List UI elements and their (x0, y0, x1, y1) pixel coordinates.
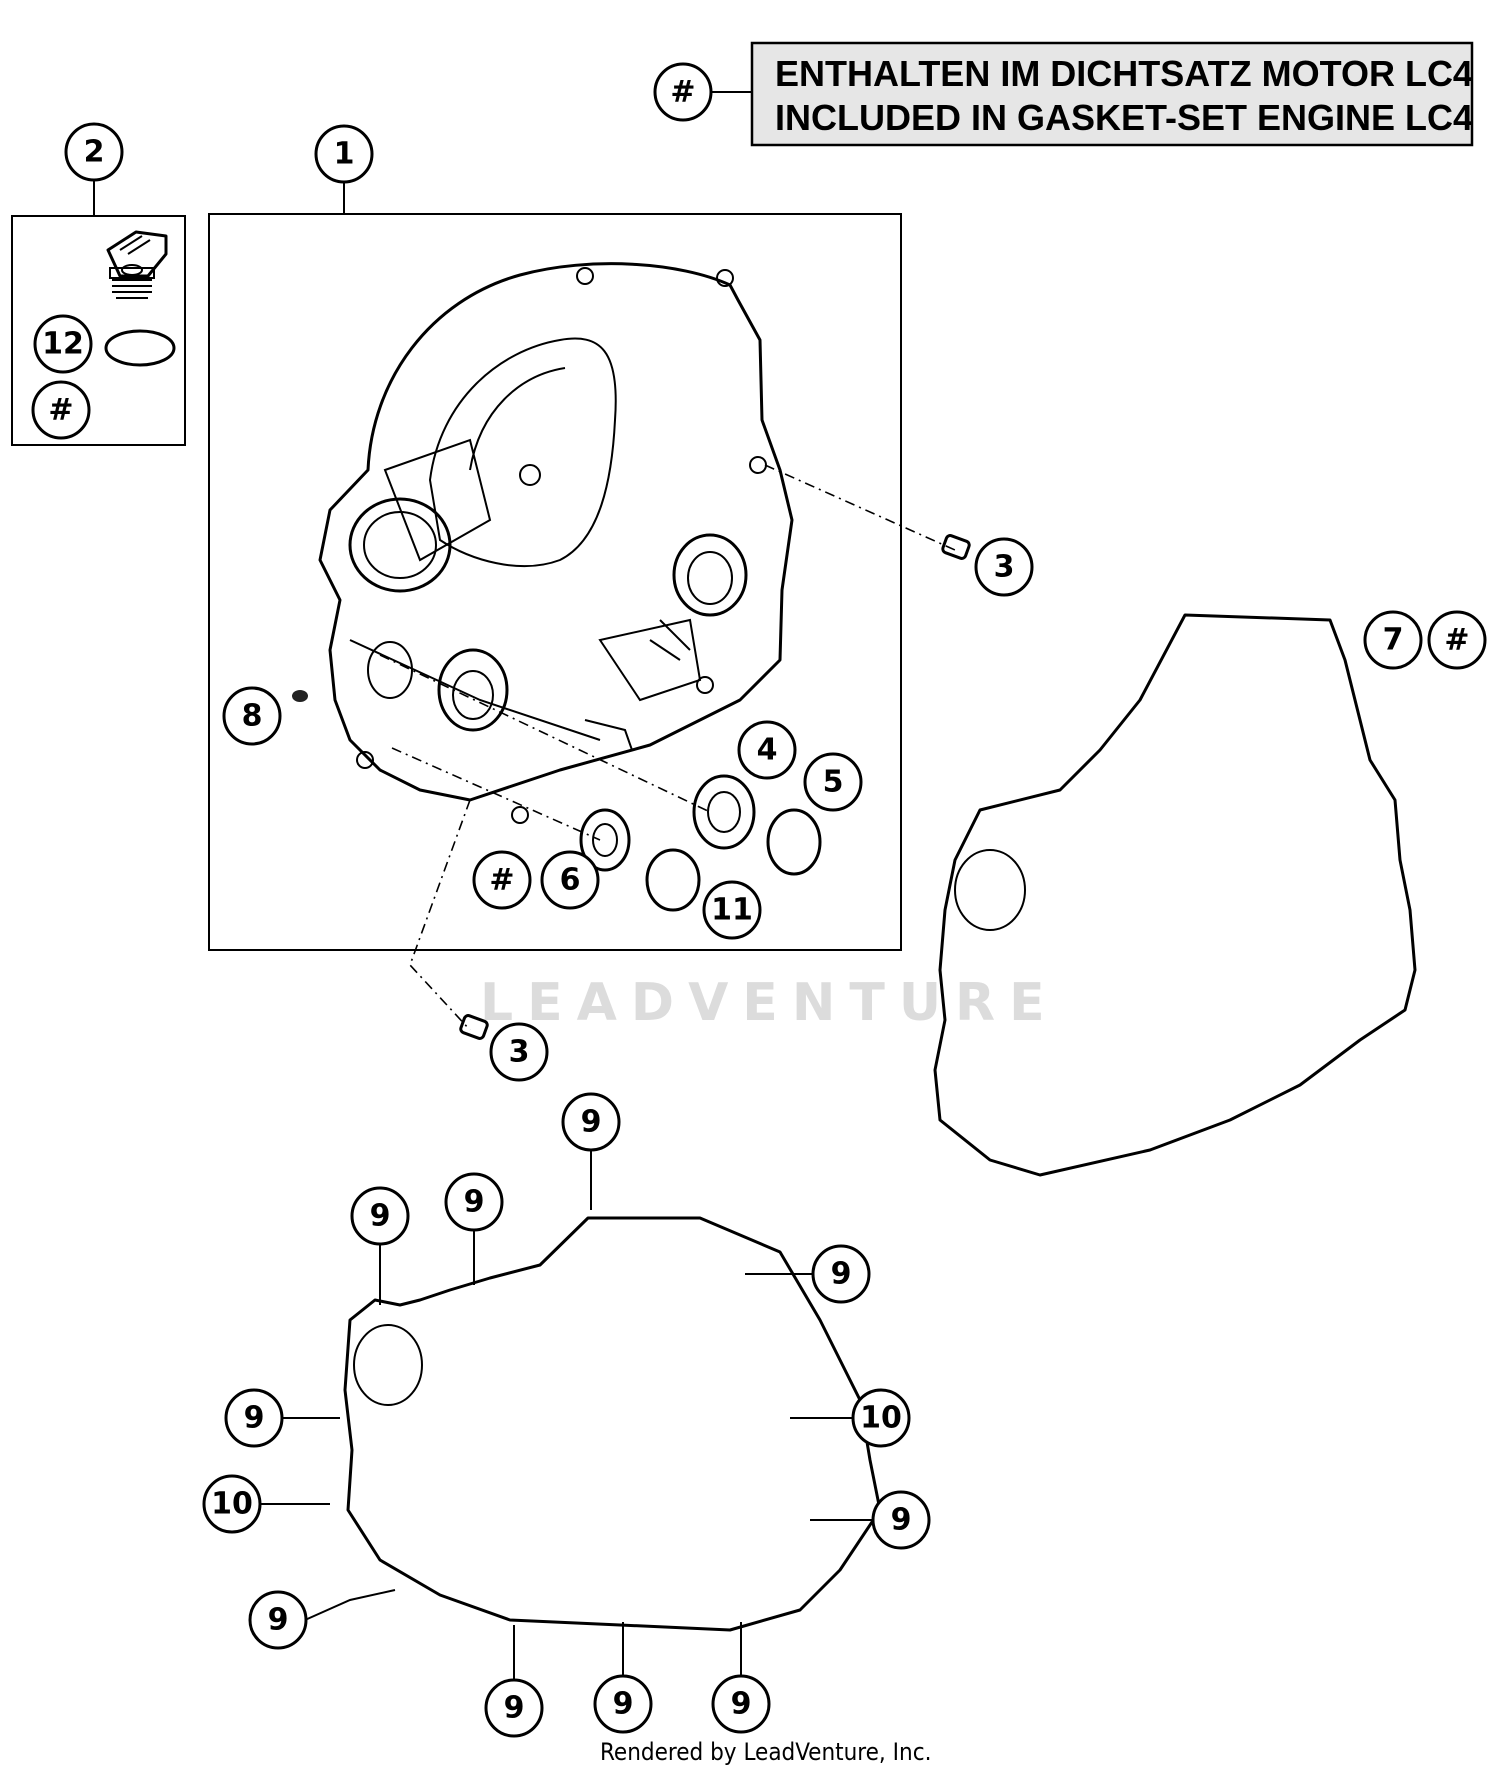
plug-8 (292, 690, 308, 702)
callout-7: 7 (1363, 610, 1423, 670)
svg-text:9: 9 (370, 1199, 391, 1234)
callout-10-right: 10 (851, 1388, 911, 1448)
callout-9-right: 9 (871, 1490, 931, 1550)
circlip-5 (766, 808, 822, 876)
svg-text:8: 8 (242, 699, 263, 734)
callout-3-bottom: 3 (489, 1022, 549, 1082)
svg-text:9: 9 (504, 1691, 525, 1726)
legend-line-de: ENTHALTEN IM DICHTSATZ MOTOR LC4 (775, 53, 1473, 94)
callout-4: 4 (737, 720, 797, 780)
callout-6: 6 (540, 850, 600, 910)
oil-filler-plug (106, 230, 168, 299)
legend-box (750, 41, 1474, 147)
callout-8: 8 (222, 686, 282, 746)
svg-text:9: 9 (244, 1401, 265, 1436)
clutch-cover (318, 262, 794, 824)
svg-text:#: # (48, 393, 73, 428)
svg-text:9: 9 (581, 1105, 602, 1140)
callout-9-bottom-1: 9 (484, 1678, 544, 1738)
dowel-pin-3-bottom (459, 1014, 489, 1040)
gasket-7 (933, 613, 1417, 1177)
gasket-7-hole (954, 849, 1026, 931)
o-ring-12 (104, 329, 176, 367)
svg-text:12: 12 (42, 327, 84, 362)
watermark-text: LEADVENTURE (480, 973, 1059, 1033)
seal-ring-6 (579, 808, 631, 872)
callout-9-upper-right: 9 (811, 1244, 871, 1304)
svg-text:7: 7 (1383, 623, 1404, 658)
svg-text:10: 10 (860, 1401, 902, 1436)
box-clutch-cover (208, 182, 956, 1031)
svg-text:3: 3 (994, 550, 1015, 585)
svg-text:9: 9 (891, 1503, 912, 1538)
svg-text:10: 10 (211, 1487, 253, 1522)
svg-text:#: # (1444, 623, 1469, 658)
callout-hash-gasket: # (1427, 610, 1487, 670)
svg-text:#: # (670, 75, 695, 110)
callout-9-top: 9 (561, 1092, 621, 1152)
callout-2: 2 (64, 122, 124, 182)
footer-credit: Rendered by LeadVenture, Inc. (600, 1738, 931, 1766)
svg-text:3: 3 (509, 1035, 530, 1070)
callout-hash-box1: # (472, 850, 532, 910)
svg-text:9: 9 (731, 1687, 752, 1722)
callout-1: 1 (314, 124, 374, 184)
svg-text:1: 1 (334, 137, 355, 172)
legend: # ENTHALTEN IM DICHTSATZ MOTOR LC4 INCLU… (653, 41, 1474, 147)
callout-9-bottom-3: 9 (711, 1674, 771, 1734)
svg-text:9: 9 (613, 1687, 634, 1722)
callout-3-top: 3 (974, 537, 1034, 597)
callout-12: 12 (33, 314, 93, 374)
callout-9-left: 9 (224, 1388, 284, 1448)
gasket-leaders (256, 1150, 873, 1680)
svg-text:2: 2 (84, 135, 105, 170)
callout-10-left: 10 (202, 1474, 262, 1534)
callout-5: 5 (803, 752, 863, 812)
callout-9-upper-left-2: 9 (444, 1172, 504, 1232)
svg-text:6: 6 (560, 863, 581, 898)
svg-text:11: 11 (711, 893, 753, 928)
bearing-4 (692, 774, 756, 850)
gasket-9-10 (343, 1216, 882, 1632)
gasket-9-hole (353, 1324, 423, 1406)
svg-text:9: 9 (268, 1603, 289, 1638)
box-oil-plug (11, 180, 186, 446)
callout-9-bottom-left: 9 (248, 1590, 308, 1650)
svg-text:#: # (489, 863, 514, 898)
circlip-11 (645, 848, 701, 912)
svg-text:9: 9 (464, 1185, 485, 1220)
callout-11: 11 (702, 880, 762, 940)
callout-hash-box2: # (31, 380, 91, 440)
svg-text:9: 9 (831, 1257, 852, 1292)
svg-text:5: 5 (823, 765, 844, 800)
legend-line-en: INCLUDED IN GASKET-SET ENGINE LC4 (775, 97, 1473, 138)
dowel-pin-3-top (941, 534, 971, 560)
callout-9-upper-left-1: 9 (350, 1186, 410, 1246)
callout-9-bottom-2: 9 (593, 1674, 653, 1734)
svg-text:4: 4 (757, 733, 778, 768)
legend-hash-callout: # (653, 62, 713, 122)
